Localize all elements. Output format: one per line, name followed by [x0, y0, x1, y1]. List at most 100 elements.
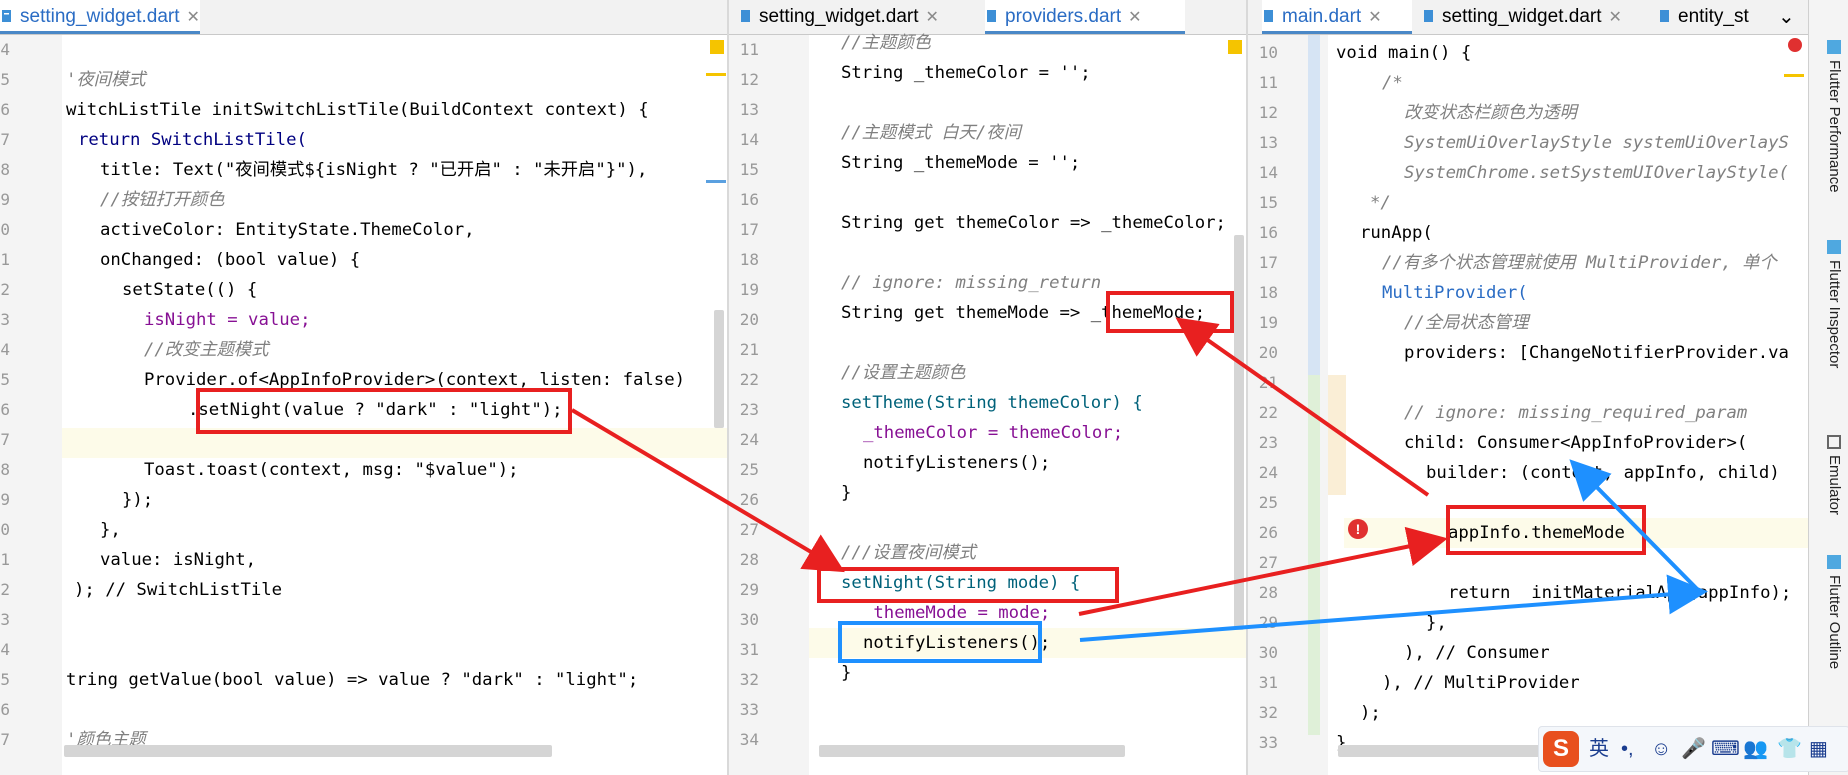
tab-providers[interactable]: providers.dart✕: [985, 0, 1185, 34]
flutter-performance-tab[interactable]: Flutter Performance: [1815, 40, 1843, 193]
close-icon[interactable]: ✕: [925, 9, 939, 26]
microphone-icon[interactable]: 🎤: [1681, 738, 1706, 760]
code-line[interactable]: SystemUiOverlayStyle systemUiOverlayS: [1404, 133, 1789, 153]
flutter-outline-tab[interactable]: Flutter Outline: [1815, 555, 1843, 669]
code-line[interactable]: ); // SwitchListTile: [74, 580, 283, 600]
punctuation-icon[interactable]: •,: [1621, 738, 1634, 760]
code-line-setnight-call[interactable]: .setNight(value ? "dark" : "light");: [188, 400, 563, 420]
warning-stripe[interactable]: [1784, 74, 1804, 77]
code-line[interactable]: Provider.of<AppInfoProvider>(context, li…: [144, 370, 686, 390]
code-line[interactable]: isNight = value;: [144, 310, 311, 330]
code-line[interactable]: });: [122, 490, 154, 510]
code-line[interactable]: ///设置夜间模式: [841, 543, 976, 563]
warning-marker-icon[interactable]: [710, 40, 724, 54]
users-icon[interactable]: 👥: [1743, 738, 1768, 760]
code-line[interactable]: //按钮打开颜色: [100, 190, 225, 210]
line-number: 5: [0, 70, 10, 89]
code-line[interactable]: ), // Consumer: [1404, 643, 1550, 663]
code-line[interactable]: tring getValue(bool value) => value ? "d…: [66, 670, 639, 690]
code-line[interactable]: //全局状态管理: [1404, 313, 1529, 333]
tab-main[interactable]: main.dart✕: [1262, 0, 1412, 34]
code-line[interactable]: //改变主题模式: [144, 340, 269, 360]
code-line[interactable]: MultiProvider(: [1382, 283, 1528, 303]
code-line[interactable]: notifyListeners();: [863, 453, 1051, 473]
code-line[interactable]: _themeColor = themeColor;: [863, 423, 1124, 443]
code-line[interactable]: String _themeMode = '';: [841, 153, 1081, 173]
tab-overflow-chevron-down-icon[interactable]: ⌄: [1778, 6, 1795, 28]
code-line[interactable]: activeColor: EntityState.ThemeColor,: [100, 220, 475, 240]
code-line[interactable]: setState(() {: [122, 280, 258, 300]
code-line[interactable]: },: [1426, 613, 1447, 633]
change-marker[interactable]: [1308, 35, 1320, 375]
close-icon[interactable]: ✕: [186, 9, 200, 26]
close-icon[interactable]: ✕: [1368, 9, 1382, 26]
flutter-inspector-tab[interactable]: Flutter Inspector: [1815, 240, 1843, 368]
line-number: 22: [1258, 403, 1278, 422]
code-line[interactable]: }: [841, 663, 852, 683]
ime-language-toggle[interactable]: 英: [1589, 738, 1609, 760]
tab-setting-widget[interactable]: setting_widget.dart✕: [0, 0, 200, 34]
code-line[interactable]: Toast.toast(context, msg: "$value");: [144, 460, 519, 480]
sogou-logo-icon[interactable]: S: [1543, 731, 1579, 767]
warning-marker-icon[interactable]: [1228, 40, 1242, 54]
line-number: 15: [739, 160, 759, 179]
info-stripe[interactable]: [706, 180, 726, 183]
code-line[interactable]: // ignore: missing_required_param: [1404, 403, 1748, 423]
code-line[interactable]: return SwitchListTile(: [78, 130, 307, 150]
emoji-icon[interactable]: ☺: [1651, 738, 1672, 760]
code-line[interactable]: //主题模式 白天/夜间: [841, 123, 1021, 143]
code-line[interactable]: title: Text("夜间模式${isNight ? "已开启" : "未开…: [100, 160, 648, 180]
emulator-tab[interactable]: Emulator: [1815, 435, 1843, 515]
tab-setting-widget[interactable]: setting_widget.dart✕: [1422, 0, 1642, 34]
code-line[interactable]: '夜间模式: [66, 70, 146, 90]
vertical-scrollbar[interactable]: [1234, 235, 1244, 630]
code-line[interactable]: }: [841, 483, 852, 503]
code-line[interactable]: /*: [1382, 73, 1403, 93]
code-line[interactable]: },: [100, 520, 121, 540]
code-line[interactable]: String get themeColor => _themeColor;: [841, 213, 1226, 233]
tab-setting-widget[interactable]: setting_widget.dart✕: [739, 0, 979, 34]
code-line[interactable]: setTheme(String themeColor) {: [841, 393, 1143, 413]
code-line[interactable]: witchListTile initSwitchListTile(BuildCo…: [66, 100, 649, 120]
code-line[interactable]: //主题颜色: [841, 33, 931, 53]
code-line[interactable]: );: [1360, 703, 1381, 723]
code-line[interactable]: SystemChrome.setSystemUIOverlayStyle(: [1404, 163, 1789, 183]
code-line[interactable]: value: isNight,: [100, 550, 257, 570]
code-line[interactable]: 改变状态栏颜色为透明: [1404, 103, 1577, 123]
line-number: 2: [0, 580, 10, 599]
code-line[interactable]: _themeMode = mode;: [863, 603, 1051, 623]
vertical-scrollbar[interactable]: [714, 310, 724, 428]
code-line[interactable]: return initMaterialApp(appInfo);: [1448, 583, 1792, 603]
error-stripe-icon[interactable]: [1788, 38, 1802, 52]
code-line[interactable]: runApp(: [1360, 223, 1433, 243]
pane-splitter[interactable]: [727, 0, 729, 775]
change-marker[interactable]: [1328, 375, 1346, 495]
code-line[interactable]: builder: (context, appInfo, child): [1426, 463, 1780, 483]
code-line[interactable]: ), // MultiProvider: [1382, 673, 1580, 693]
code-line-setnight-def[interactable]: setNight(String mode) {: [841, 573, 1081, 593]
line-number: 16: [1258, 223, 1278, 242]
code-line[interactable]: */: [1370, 193, 1391, 213]
code-line[interactable]: }: [1336, 733, 1347, 753]
grid-menu-icon[interactable]: ▦: [1809, 738, 1828, 760]
close-icon[interactable]: ✕: [1608, 9, 1622, 26]
skin-icon[interactable]: 👕: [1777, 738, 1802, 760]
code-line[interactable]: //设置主题颜色: [841, 363, 966, 383]
change-marker[interactable]: [1308, 375, 1320, 735]
code-line[interactable]: // ignore: missing_return: [841, 273, 1102, 293]
code-line-notify[interactable]: notifyListeners();: [863, 633, 1051, 653]
tab-entity-state[interactable]: entity_st: [1658, 0, 1778, 34]
code-line[interactable]: child: Consumer<AppInfoProvider>(: [1404, 433, 1748, 453]
close-icon[interactable]: ✕: [1128, 9, 1142, 26]
error-icon[interactable]: !: [1348, 519, 1368, 539]
code-line[interactable]: onChanged: (bool value) {: [100, 250, 361, 270]
horizontal-scrollbar[interactable]: [64, 745, 552, 757]
code-line[interactable]: String _themeColor = '';: [841, 63, 1091, 83]
line-number: 8: [0, 160, 10, 179]
code-line[interactable]: providers: [ChangeNotifierProvider.va: [1404, 343, 1789, 363]
code-line[interactable]: void main() {: [1336, 43, 1472, 63]
keyboard-icon[interactable]: ⌨: [1711, 738, 1740, 760]
code-line[interactable]: //有多个状态管理就使用 MultiProvider, 单个: [1382, 253, 1777, 273]
horizontal-scrollbar[interactable]: [819, 745, 1125, 757]
warning-stripe[interactable]: [706, 73, 726, 76]
